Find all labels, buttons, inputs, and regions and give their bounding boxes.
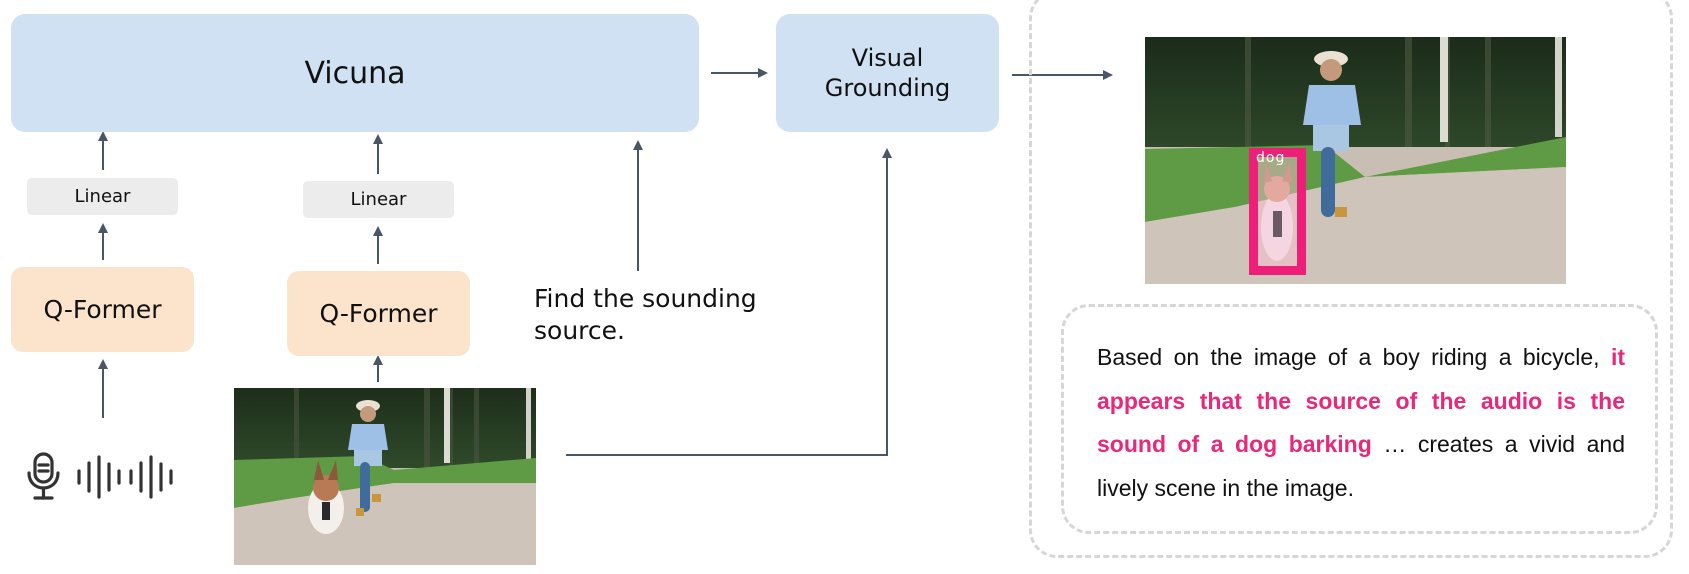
microphone-icon: [27, 452, 60, 500]
input-image-scene: [234, 388, 536, 565]
answer-text: Based on the image of a boy riding a bic…: [1097, 336, 1625, 510]
visual-grounding-block: Visual Grounding: [776, 14, 999, 132]
detected-dog: [1261, 163, 1293, 261]
output-panel-frame: [1029, 0, 1673, 558]
prompt-text: Find the sounding source.: [534, 283, 757, 347]
waveform-icon: [77, 455, 121, 499]
vicuna-label: Vicuna: [304, 55, 406, 91]
visual-grounding-label-line1: Visual: [851, 44, 924, 72]
audio-qformer-label: Q-Former: [43, 295, 162, 324]
prompt-line-2: source.: [534, 316, 625, 345]
input-image: [234, 388, 536, 565]
detection-label: dog: [1256, 150, 1286, 166]
audio-linear-label: Linear: [74, 186, 131, 207]
grounded-image-scene: [1145, 37, 1566, 284]
answer-text-highlight: it appears that the source of the audio …: [1097, 344, 1625, 457]
detection-bounding-box: dog: [1249, 148, 1306, 275]
visual-qformer-label: Q-Former: [319, 299, 438, 328]
audio-qformer-block: Q-Former: [11, 267, 194, 352]
answer-text-plain-before: Based on the image of a boy riding a bic…: [1097, 344, 1611, 370]
arrow-image-to-grounding: [566, 148, 892, 456]
audio-linear-block: Linear: [27, 178, 178, 215]
grounded-output-image: dog: [1145, 37, 1566, 284]
prompt-line-1: Find the sounding: [534, 284, 757, 313]
visual-linear-label: Linear: [350, 189, 407, 210]
visual-grounding-label-line2: Grounding: [824, 74, 951, 102]
answer-panel-frame: [1061, 304, 1658, 534]
vicuna-llm-block: Vicuna: [11, 14, 699, 132]
visual-linear-block: Linear: [303, 181, 454, 218]
waveform-icon: [129, 455, 173, 499]
answer-text-plain-after: … creates a vivid and lively scene in th…: [1097, 431, 1625, 501]
visual-qformer-block: Q-Former: [287, 271, 470, 356]
